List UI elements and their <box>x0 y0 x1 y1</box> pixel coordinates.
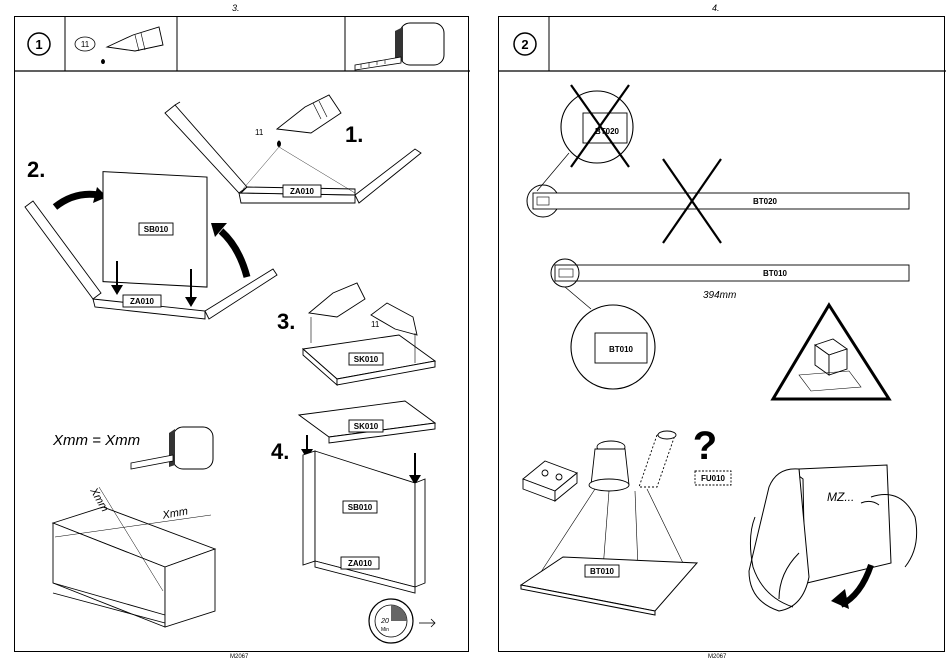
hands-manual-icon <box>749 465 917 611</box>
page-number-left: 3. <box>232 3 240 13</box>
step-label-1: 1. <box>345 122 363 147</box>
tape-measure-icon <box>355 23 444 70</box>
measure-equation: Xmm = Xmm <box>52 432 140 449</box>
glue-bottle-step3a <box>309 283 365 317</box>
glue-count: 11 <box>81 40 90 49</box>
part-label-sk010-step3: SK010 <box>354 355 379 364</box>
curved-arrow-left <box>55 194 99 207</box>
part-label-fu010: FU010 <box>701 474 726 483</box>
next-page-arrow-icon <box>419 619 435 627</box>
step-label-2: 2. <box>27 157 45 182</box>
measure-diag-label: Xmm <box>87 485 111 514</box>
step-label-4: 4. <box>271 439 289 464</box>
glue-bottle-icon: 11 <box>75 27 163 64</box>
cam-bolt-icon <box>639 431 676 487</box>
curved-arrow-right <box>221 231 247 277</box>
part-label-bt020-rail: BT020 <box>753 197 778 206</box>
timer-unit: Min <box>381 627 389 633</box>
glue-drops-label-2: 11 <box>371 320 380 329</box>
box-sb010 <box>303 451 425 593</box>
part-label-sb010-step4: SB010 <box>348 503 373 512</box>
part-label-bt010-circle: BT010 <box>609 345 634 354</box>
drawer-measure <box>53 487 215 627</box>
question-mark: ? <box>693 424 717 468</box>
instruction-page-right: 2 BT020 BT020 BT010 394mm BT010 <box>498 16 945 652</box>
tape-measure-icon-2 <box>131 427 213 469</box>
rail-bt020 <box>533 193 909 209</box>
part-label-za010-step4: ZA010 <box>348 559 373 568</box>
glue-drops-label: 11 <box>255 128 264 137</box>
left-page-drawing: 1 11 <box>15 17 470 653</box>
dowel-icon <box>589 441 629 491</box>
part-label-bt010-rail: BT010 <box>763 269 788 278</box>
glue-drop <box>277 141 281 148</box>
step-number-2: 2 <box>521 37 528 52</box>
page-number-right: 4. <box>712 3 720 13</box>
document-code-right: M2067 <box>708 654 726 660</box>
connector-box-icon <box>523 461 577 501</box>
manual-note-text: MZ... <box>827 490 854 504</box>
part-label-za010-top: ZA010 <box>290 187 315 196</box>
instruction-page-left: 1 11 <box>14 16 469 652</box>
rail-bt010 <box>555 265 909 281</box>
part-label-bt010-base: BT010 <box>590 567 615 576</box>
step-number: 1 <box>35 37 42 52</box>
part-label-sk010-step4: SK010 <box>354 422 379 431</box>
part-label-sb010: SB010 <box>144 225 169 234</box>
glue-bottle-step1 <box>277 95 341 133</box>
step-label-3: 3. <box>277 309 295 334</box>
glue-bottle-step3b <box>371 303 417 335</box>
right-page-drawing: 2 BT020 BT020 BT010 394mm BT010 <box>499 17 946 653</box>
warning-triangle-icon <box>773 305 889 399</box>
document-code-left: M2067 <box>230 654 248 660</box>
timer-value: 20 <box>380 618 389 625</box>
length-label: 394mm <box>703 290 736 301</box>
measure-side-label: Xmm <box>161 505 189 521</box>
part-label-za010-left: ZA010 <box>130 297 155 306</box>
timer-icon: 20 Min <box>369 599 413 643</box>
